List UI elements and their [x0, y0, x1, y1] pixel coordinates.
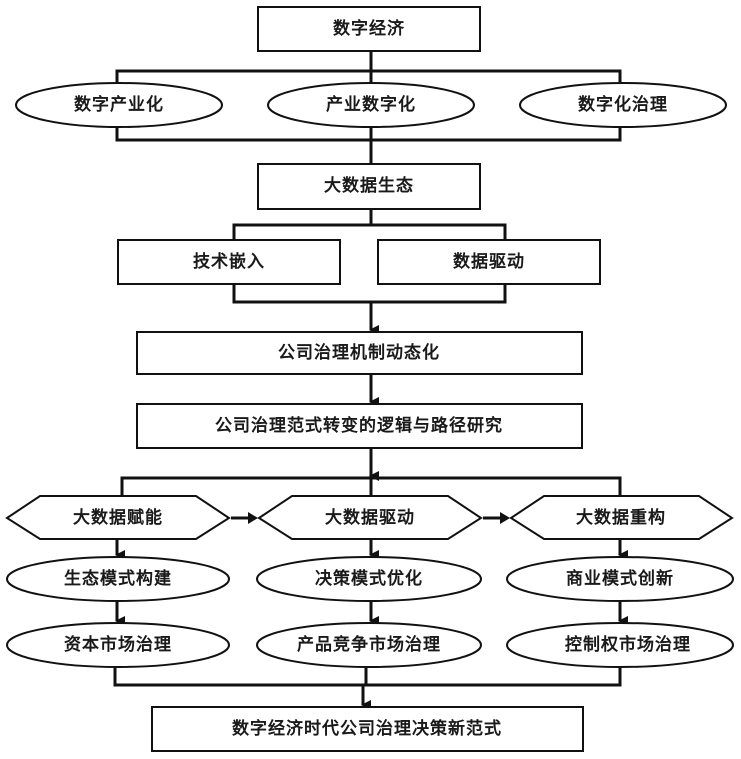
node-digital-governance: 数字化治理	[519, 82, 727, 128]
node-label: 大数据驱动	[325, 507, 415, 528]
node-label: 大数据重构	[576, 507, 666, 528]
arrowhead-drive-to-reconstruct	[500, 512, 510, 524]
node-label: 数字经济时代公司治理决策新范式	[232, 718, 502, 739]
node-digital-industrialization: 数字产业化	[15, 82, 223, 128]
connectors	[113, 51, 628, 710]
node-digital-economy: 数字经济	[257, 6, 481, 52]
edge-ellipses-bus-bottom	[115, 127, 622, 142]
node-label: 数字化治理	[578, 94, 668, 115]
node-capital-market: 资本市场治理	[6, 622, 230, 668]
node-label: 大数据赋能	[73, 507, 163, 528]
node-tech-embedding: 技术嵌入	[117, 239, 341, 285]
node-bd-drive: 大数据驱动	[257, 495, 483, 540]
node-industrial-digitalization: 产业数字化	[267, 82, 475, 128]
node-decision-model: 决策模式优化	[256, 556, 482, 602]
node-label: 产业数字化	[326, 94, 416, 115]
node-label: 公司治理机制动态化	[278, 342, 440, 363]
edge-ecology-bus	[232, 223, 507, 240]
node-eco-model: 生态模式构建	[6, 556, 230, 602]
node-new-paradigm: 数字经济时代公司治理决策新范式	[151, 706, 584, 752]
node-label: 数据驱动	[453, 251, 525, 272]
arrowhead-empower-to-drive	[248, 512, 258, 524]
node-control-market: 控制权市场治理	[506, 622, 734, 668]
node-paradigm-research: 公司治理范式转变的逻辑与路径研究	[136, 403, 583, 449]
node-label: 大数据生态	[324, 175, 414, 196]
node-label: 数字产业化	[74, 94, 164, 115]
node-label: 决策模式优化	[315, 568, 423, 589]
node-data-driven: 数据驱动	[377, 239, 601, 285]
node-label: 技术嵌入	[193, 251, 265, 272]
node-label: 生态模式构建	[64, 568, 172, 589]
node-label: 产品竞争市场治理	[297, 634, 441, 655]
node-label: 公司治理范式转变的逻辑与路径研究	[215, 415, 503, 436]
node-label: 控制权市场治理	[565, 634, 691, 655]
node-business-model: 商业模式创新	[506, 556, 734, 602]
node-label: 资本市场治理	[64, 634, 172, 655]
node-product-market: 产品竞争市场治理	[256, 622, 482, 668]
node-governance-dynamic: 公司治理机制动态化	[136, 331, 583, 375]
edge-economy-bus-top	[115, 69, 622, 82]
edge-tech-data-join	[232, 284, 507, 304]
node-bd-empower: 大数据赋能	[5, 495, 231, 540]
node-label: 数字经济	[333, 18, 405, 39]
node-big-data-ecology: 大数据生态	[257, 163, 481, 210]
node-label: 商业模式创新	[566, 568, 674, 589]
node-bd-reconstruct: 大数据重构	[509, 495, 734, 540]
